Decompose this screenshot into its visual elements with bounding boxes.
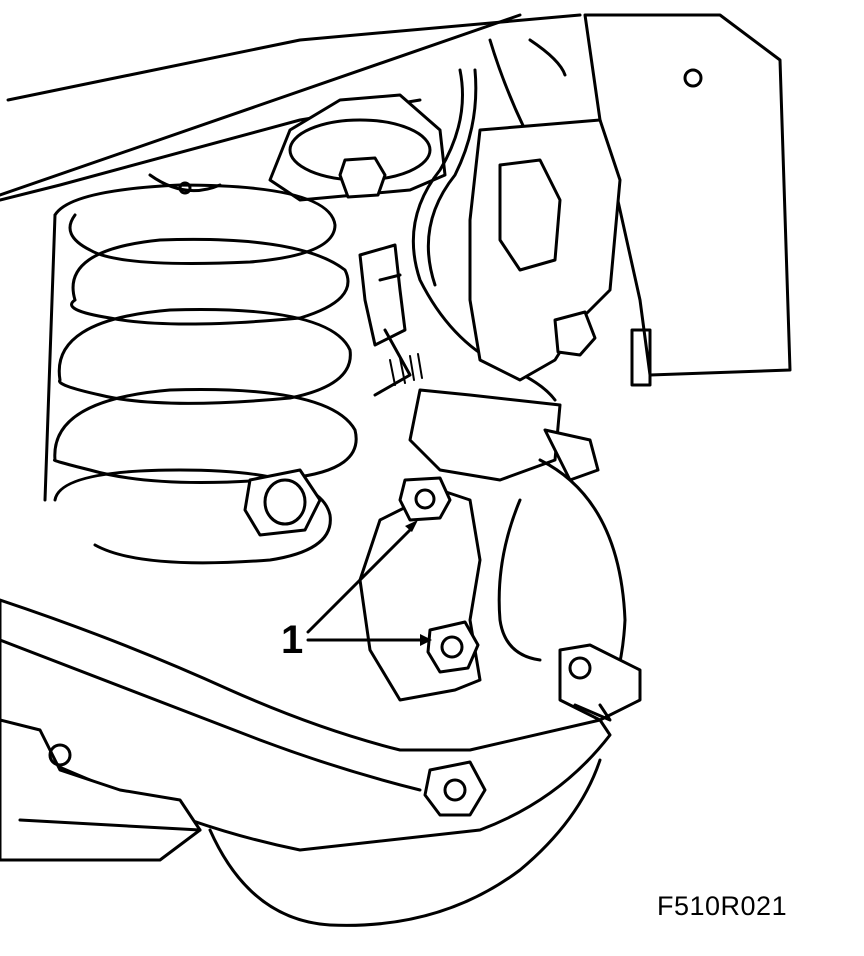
control-arm-bushing: [243, 468, 322, 537]
top-mount-nut-icon: [338, 156, 387, 199]
figure-identifier: F510R021: [657, 891, 788, 921]
knuckle-bolt-icon: [553, 310, 597, 357]
subframe: [0, 718, 202, 862]
coil-spring: [43, 183, 358, 565]
control-arm-bolt-icon: [423, 760, 487, 817]
shock-absorber: [358, 243, 423, 397]
spring-top-mount: [148, 93, 447, 202]
caliper-bolt-lower-icon: [426, 620, 480, 674]
abs-sensor-bracket: [543, 428, 642, 722]
callout-label-1: 1: [281, 618, 304, 662]
wheel-knuckle: [408, 118, 622, 482]
caliper-carrier: [358, 476, 482, 702]
caliper-bolt-upper-icon: [398, 476, 452, 522]
callout-leader-lines: [306, 520, 432, 646]
lower-control-arm: [0, 598, 612, 852]
